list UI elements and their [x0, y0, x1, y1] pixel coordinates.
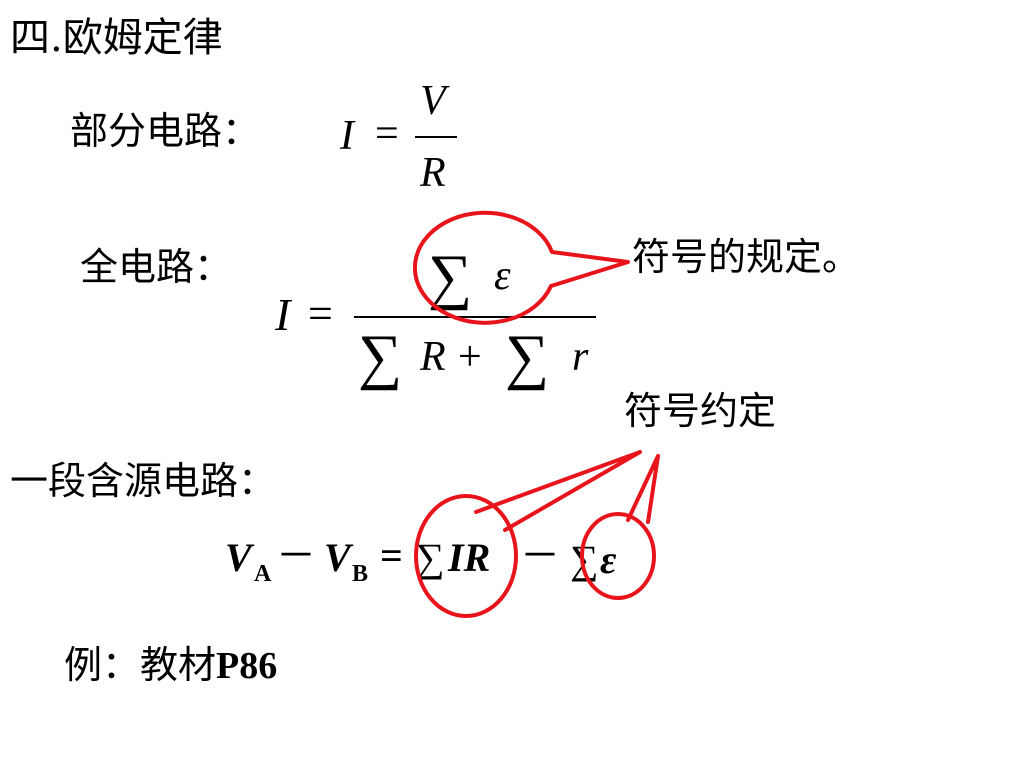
partial-equals: =	[375, 111, 399, 157]
partial-fraction-bar	[415, 136, 457, 138]
segment-equals: =	[380, 533, 403, 578]
full-den-sum1: ∑	[358, 323, 403, 391]
segment-sum2: ∑	[570, 537, 599, 582]
convention-pointer-right	[626, 454, 660, 524]
partial-denominator-r: R	[420, 150, 446, 196]
segment-minus1: －	[276, 533, 316, 579]
full-circuit-label: 全电路：	[80, 245, 233, 289]
full-den-sum2: ∑	[505, 323, 550, 391]
full-equals: =	[308, 289, 333, 338]
sign-convention-callout: 符号约定	[624, 389, 777, 433]
full-den-r-upper: R	[420, 334, 446, 380]
segment-ir: IR	[448, 535, 491, 580]
segment-sum1: ∑	[416, 535, 445, 580]
segment-minus2: －	[520, 533, 560, 579]
convention-pointer-left	[474, 450, 642, 532]
segment-sub-b: B	[352, 561, 369, 587]
example-prefix: 例：教材	[64, 643, 217, 687]
segment-circuit-label: 一段含源电路：	[10, 459, 277, 503]
sign-rule-callout: 符号的规定。	[632, 235, 861, 279]
example-ref: P86	[216, 645, 278, 687]
segment-sub-a: A	[254, 561, 272, 587]
partial-circuit-label: 部分电路：	[70, 109, 261, 153]
segment-epsilon: ε	[600, 537, 617, 582]
full-den-r-lower: r	[572, 334, 589, 380]
full-den-plus: +	[458, 334, 482, 380]
title-text: 四.欧姆定律	[10, 15, 223, 61]
full-fraction-bar	[354, 316, 596, 318]
example-line: 例：教材P86	[64, 646, 277, 685]
segment-v-a: V	[225, 535, 252, 580]
partial-numerator-v: V	[420, 78, 446, 124]
partial-lhs-i: I	[340, 113, 354, 159]
segment-v-b: V	[324, 535, 351, 580]
full-num-sum: ∑	[428, 243, 473, 311]
full-num-epsilon: ε	[494, 253, 511, 299]
full-lhs-i: I	[275, 289, 291, 340]
slide-title: 四.欧姆定律	[10, 18, 223, 58]
